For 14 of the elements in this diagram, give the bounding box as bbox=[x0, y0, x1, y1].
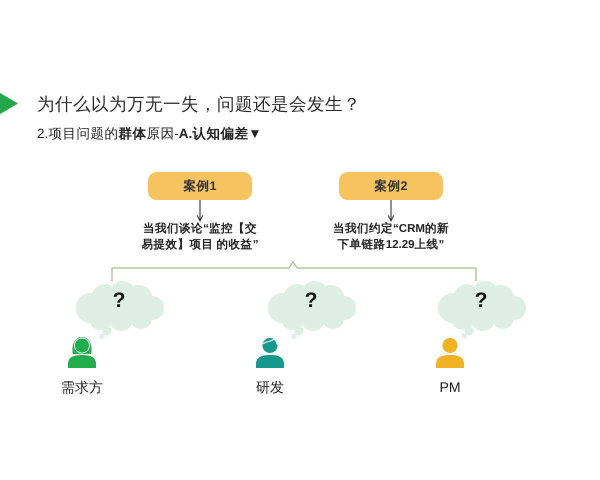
role-label: 研发 bbox=[256, 378, 284, 396]
case-statement: 当我们谈论“监控【交易提效】项目 的收益” bbox=[112, 221, 288, 253]
question-mark: ? bbox=[304, 289, 318, 313]
question-mark: ? bbox=[112, 289, 126, 313]
case-tag: 案例2 bbox=[339, 172, 443, 200]
role-label: PM bbox=[440, 378, 460, 396]
slide-title: 为什么以为万无一失，问题还是会发生？ bbox=[37, 93, 361, 115]
arrow bbox=[196, 200, 204, 222]
role-label: 需求方 bbox=[61, 378, 103, 396]
arrow bbox=[388, 200, 394, 222]
case-tag: 案例1 bbox=[148, 172, 252, 200]
case-statement: 当我们约定“CRM的新下单链路12.29上线” bbox=[303, 221, 479, 253]
section-subtitle: 2.项目问题的群体原因-A.认知偏差▼ bbox=[37, 125, 262, 143]
question-mark: ? bbox=[474, 289, 488, 313]
